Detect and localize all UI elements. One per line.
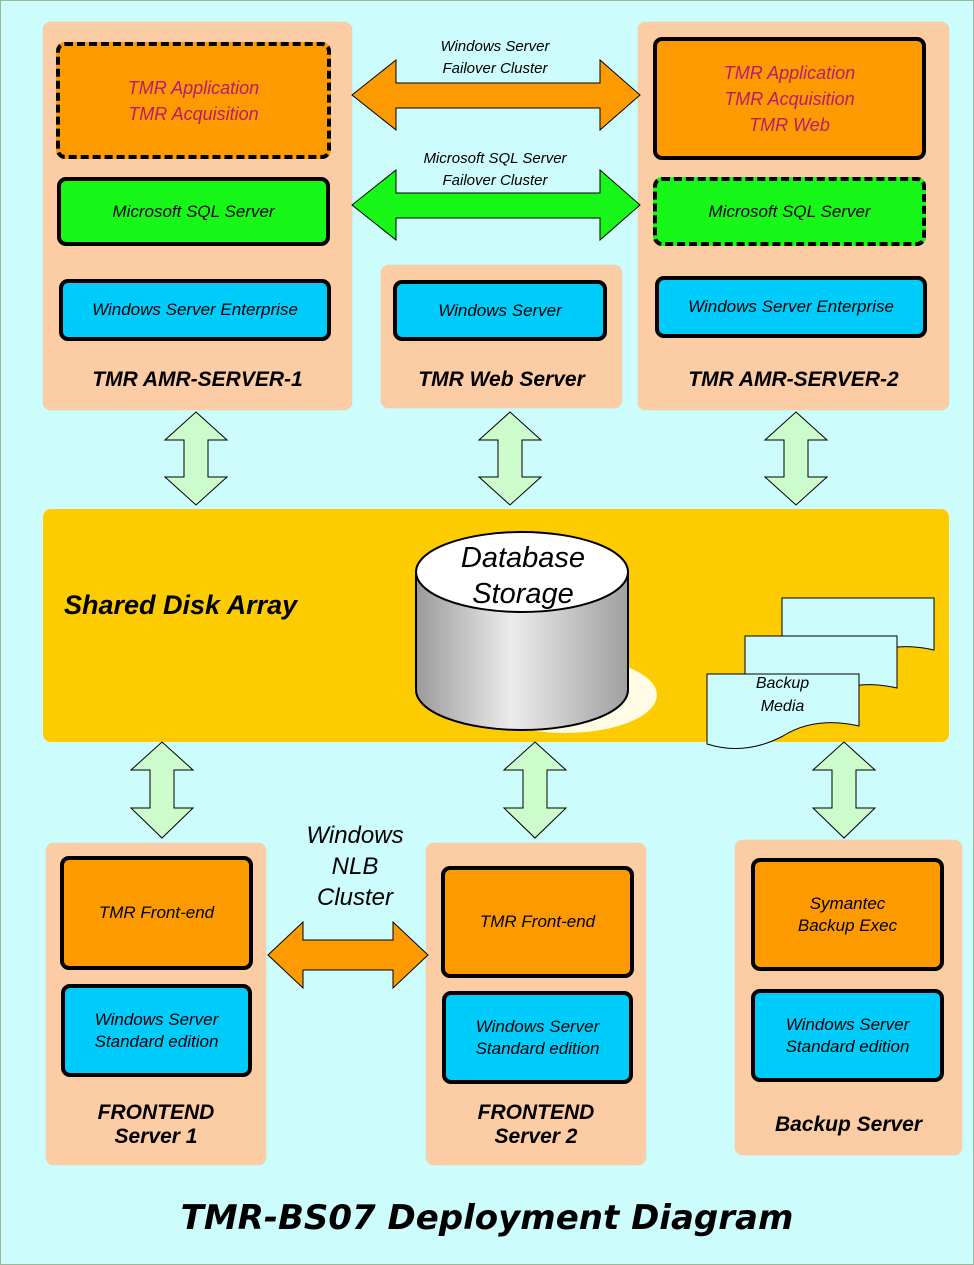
nlb-cluster-arrow — [267, 920, 429, 990]
amr2-app-line-3: TMR Web — [749, 114, 830, 135]
amr2-app-line-2: TMR Acquisition — [724, 88, 855, 109]
sql-cluster-arrow — [351, 168, 641, 242]
fe2-app-component: TMR Front-end — [441, 866, 634, 978]
amr1-sql-component: Microsoft SQL Server — [57, 177, 330, 246]
amr1-app-line-2: TMR Acquisition — [128, 103, 259, 124]
amr1-array-link-arrow — [163, 411, 229, 506]
db-cylinder-top — [415, 531, 629, 613]
failover-cluster-label: Windows Server Failover Cluster — [440, 38, 550, 77]
backup-media-label: Backup Media — [755, 675, 810, 715]
amr2-title: TMR AMR-SERVER-2 — [688, 368, 899, 391]
backup-title: Backup Server — [774, 1113, 923, 1136]
amr2-app-component: TMR Application TMR Acquisition TMR Web — [653, 37, 926, 160]
backup-os-line-1: Windows Server — [785, 1014, 910, 1034]
fe1-os-component: Windows Server Standard edition — [61, 984, 252, 1077]
amr2-sql-component: Microsoft SQL Server — [653, 177, 926, 246]
db-cylinder-body — [415, 571, 629, 731]
sql-cluster-label: Microsoft SQL Server Failover Cluster — [423, 150, 567, 189]
amr1-sql-label: Microsoft SQL Server — [112, 201, 275, 221]
amr1-app-line-1: TMR Application — [127, 77, 260, 98]
backup-media-doc-1 — [706, 673, 860, 749]
amr1-os-label: Windows Server Enterprise — [92, 300, 298, 319]
fe2-os-line-1: Windows Server — [475, 1016, 600, 1036]
fe1-app-component: TMR Front-end — [60, 856, 253, 970]
backup-os-line-2: Standard edition — [785, 1036, 910, 1056]
web-os-component: Windows Server — [393, 280, 607, 341]
fe2-title: FRONTEND Server 2 — [477, 1101, 595, 1148]
fe1-app-label: TMR Front-end — [98, 903, 215, 922]
fe1-os-line-1: Windows Server — [94, 1009, 219, 1029]
shared-disk-array-title: Shared Disk Array — [64, 590, 298, 620]
fe2-array-link-arrow — [502, 741, 568, 839]
web-array-link-arrow — [477, 411, 543, 506]
fe2-app-label: TMR Front-end — [479, 912, 596, 931]
fe1-title: FRONTEND Server 1 — [97, 1101, 215, 1148]
amr1-os-component: Windows Server Enterprise — [59, 279, 331, 341]
backup-os-component: Windows Server Standard edition — [751, 989, 944, 1082]
backup-array-link-arrow — [811, 741, 877, 839]
amr2-sql-label: Microsoft SQL Server — [708, 201, 871, 221]
amr2-app-line-1: TMR Application — [723, 62, 856, 83]
amr2-os-label: Windows Server Enterprise — [688, 297, 894, 316]
amr1-title: TMR AMR-SERVER-1 — [92, 368, 303, 391]
amr2-array-link-arrow — [763, 411, 829, 506]
failover-cluster-arrow — [351, 58, 641, 132]
fe2-os-line-2: Standard edition — [475, 1038, 600, 1058]
backup-app-component: Symantec Backup Exec — [751, 858, 944, 971]
database-storage-label: Database Storage — [460, 542, 586, 610]
amr2-os-component: Windows Server Enterprise — [655, 276, 927, 338]
fe2-os-component: Windows Server Standard edition — [442, 991, 633, 1084]
fe1-os-line-2: Standard edition — [94, 1031, 219, 1051]
backup-app-line-2: Backup Exec — [797, 915, 898, 935]
backup-app-line-1: Symantec — [809, 893, 886, 913]
amr1-app-component: TMR Application TMR Acquisition — [56, 42, 331, 159]
web-title: TMR Web Server — [418, 368, 585, 391]
nlb-cluster-label: Windows NLB Cluster — [306, 822, 404, 911]
fe1-array-link-arrow — [129, 741, 195, 839]
diagram-title: TMR-BS07 Deployment Diagram — [180, 1198, 794, 1238]
web-os-label: Windows Server — [438, 300, 562, 320]
